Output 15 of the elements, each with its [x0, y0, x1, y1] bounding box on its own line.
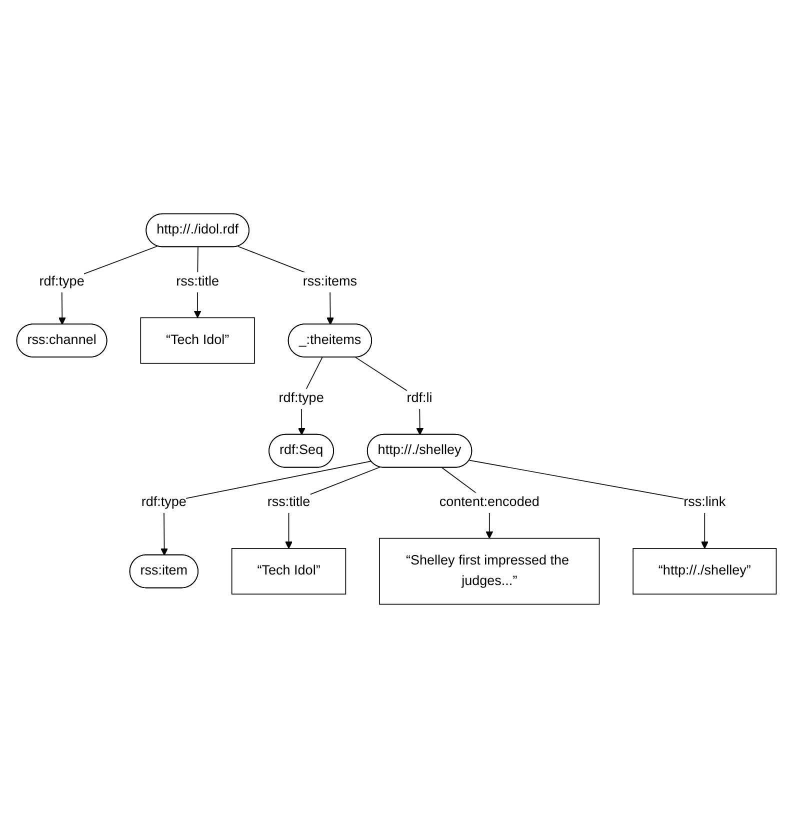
edge-label: rss:title: [176, 274, 219, 289]
edge-label: rss:items: [302, 274, 357, 289]
edge-label: rdf:type: [278, 391, 324, 406]
edge-label: rdf:li: [406, 391, 432, 406]
node-box: “Tech Idol”: [231, 548, 346, 595]
edge-label: content:encoded: [439, 495, 540, 510]
node-box: “http://./shelley”: [632, 548, 777, 595]
arrow: [469, 460, 708, 549]
edge-label: rss:link: [684, 495, 726, 510]
edge-label: rdf:type: [141, 495, 186, 510]
node-box: “Tech Idol”: [140, 317, 255, 364]
node-box: “Shelley first impressed the judges...”: [379, 538, 600, 605]
edge-label: rss:title: [267, 495, 310, 510]
arrow: [160, 460, 372, 556]
edge-label: rdf:type: [39, 274, 84, 289]
